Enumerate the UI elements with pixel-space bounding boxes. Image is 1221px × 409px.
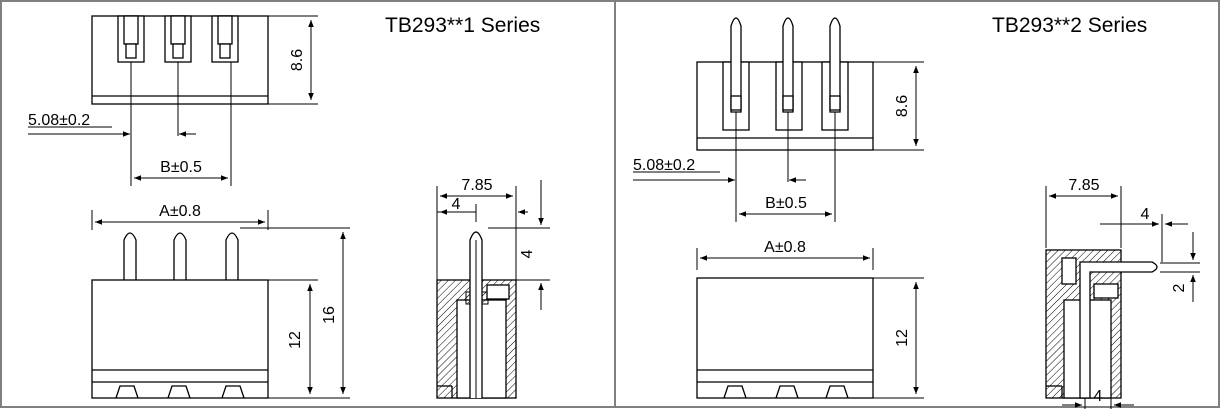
right-bottom-offset-label: 4 — [1094, 388, 1103, 405]
left-panel: TB293**1 Series 8.6 — [28, 14, 550, 399]
left-side-width-label: 7.85 — [461, 177, 492, 194]
left-pitch-label: 5.08±0.2 — [28, 112, 90, 129]
left-total-height-label: 16 — [321, 306, 338, 324]
right-a-width-label: A±0.8 — [764, 239, 806, 256]
right-pin-offset-label: 4 — [1141, 206, 1150, 223]
left-top-view: 8.6 5.08±0.2 B±0.5 — [28, 15, 318, 186]
right-pin-height-label: 2 — [1171, 283, 1188, 292]
left-b-width-label: B±0.5 — [160, 159, 202, 176]
left-a-width-label: A±0.8 — [159, 203, 201, 220]
right-pitch-label: 5.08±0.2 — [633, 157, 695, 174]
right-front-view: A±0.8 12 — [696, 239, 924, 399]
right-b-width-label: B±0.5 — [765, 195, 807, 212]
left-body-height-label: 12 — [287, 331, 304, 349]
right-top-view: 8.6 5.08±0.2 B±0.5 — [633, 17, 924, 222]
right-side-view: 7.85 4 2 4 — [1045, 177, 1200, 409]
left-pin-length-label: 4 — [519, 249, 536, 258]
left-series-title: TB293**1 Series — [385, 14, 540, 37]
left-front-view: A±0.8 12 16 — [91, 203, 350, 399]
left-side-offset-label: 4 — [452, 196, 461, 213]
right-body-height-label: 12 — [894, 329, 911, 347]
right-series-title: TB293**2 Series — [992, 14, 1147, 37]
right-side-width-label: 7.85 — [1068, 177, 1099, 194]
left-side-view: 7.85 4 4 — [436, 177, 550, 399]
right-panel: TB293**2 Series 8.6 — [633, 14, 1200, 409]
left-top-height-label: 8.6 — [289, 49, 306, 71]
right-top-height-label: 8.6 — [894, 95, 911, 117]
